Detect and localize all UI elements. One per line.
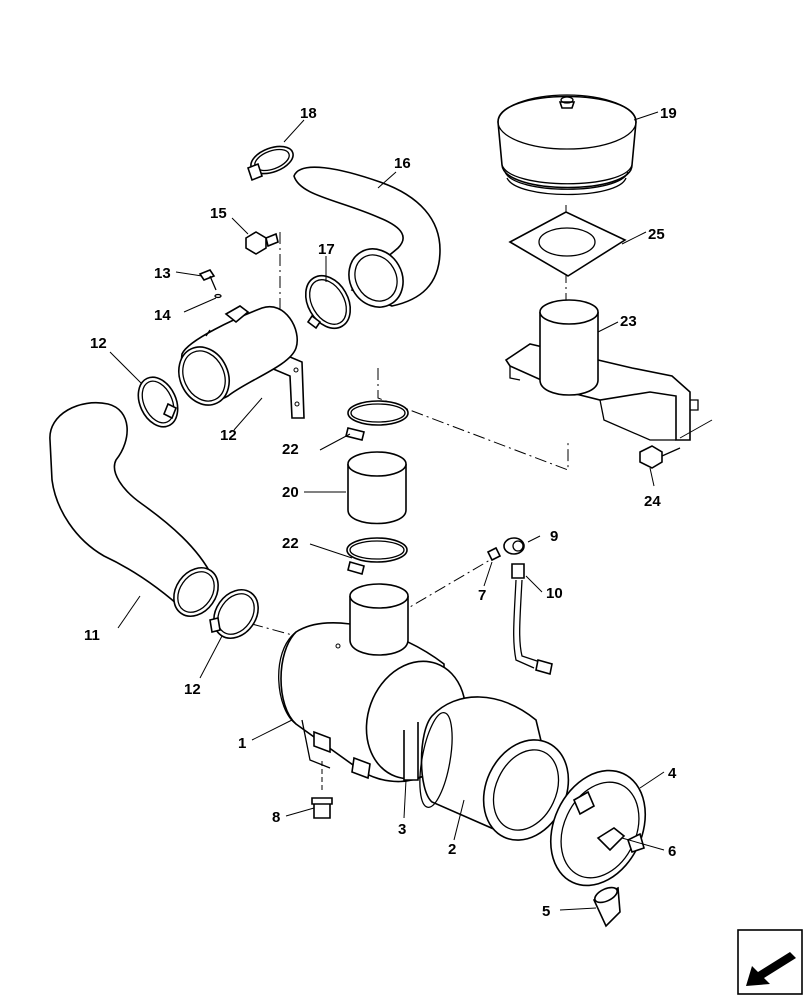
callout-16: 15 xyxy=(210,205,227,222)
sleeve-part-21 xyxy=(347,451,407,525)
hose-clamp-part-19 xyxy=(247,145,294,182)
adapter-part-7 xyxy=(486,546,502,562)
callout-24: 24 xyxy=(644,493,661,510)
callout-1: 1 xyxy=(238,735,246,752)
long-elbow-hose-part-11 xyxy=(49,402,219,617)
callout-22-upper: 22 xyxy=(282,441,299,458)
callout-19: 18 xyxy=(300,105,317,122)
tube-bracket-part-13 xyxy=(178,305,305,419)
outer-filter-part-2 xyxy=(419,696,570,841)
evacuator-valve-part-5 xyxy=(592,886,621,928)
inlet-tube-bracket-part-23 xyxy=(504,299,699,441)
callout-14: 13 xyxy=(154,265,171,282)
callout-3: 3 xyxy=(398,821,406,838)
hose-clamp-part-18 xyxy=(304,274,352,330)
leader-lines xyxy=(109,111,665,911)
bolt-part-14 xyxy=(198,269,217,291)
callout-13: 12 xyxy=(220,427,237,444)
restriction-indicator-part-10 xyxy=(511,563,553,676)
callout-5: 5 xyxy=(542,903,550,920)
callout-23: 23 xyxy=(620,313,637,330)
elbow-hose-part-17 xyxy=(293,166,441,308)
inner-filter-part-3 xyxy=(403,722,419,781)
elbow-part-9 xyxy=(503,537,525,555)
dust-valve-boss-part-6 xyxy=(596,827,626,852)
callout-10: 10 xyxy=(546,585,563,602)
callout-20: 19 xyxy=(660,105,677,122)
callout-2: 2 xyxy=(448,841,456,858)
callout-18: 17 xyxy=(318,241,335,258)
callout-22-lower: 22 xyxy=(282,535,299,552)
hose-clamp-part-22-lower xyxy=(346,537,408,575)
arrow-back-icon[interactable] xyxy=(737,929,803,995)
hose-clamp-part-12-lower xyxy=(209,589,259,639)
hose-clamp-part-12-upper xyxy=(137,376,179,428)
precleaner-cap-part-20 xyxy=(497,94,637,196)
callout-labels: 18 16 15 17 13 14 12 12 22 20 22 19 25 2… xyxy=(84,105,677,920)
bolt-part-16 xyxy=(245,231,279,255)
callout-8: 8 xyxy=(272,809,280,826)
gasket-part-25 xyxy=(508,211,627,277)
callout-25: 25 xyxy=(648,226,665,243)
drain-fitting-part-8 xyxy=(311,760,333,819)
callout-12-upper: 12 xyxy=(90,335,107,352)
callout-15: 14 xyxy=(154,307,171,324)
callout-12-lower: 12 xyxy=(184,681,201,698)
bolt-part-24 xyxy=(639,419,713,469)
callout-21: 20 xyxy=(282,484,299,501)
hose-clamp-part-22-upper xyxy=(345,400,409,441)
callout-7: 7 xyxy=(478,587,486,604)
washer-part-15 xyxy=(214,293,222,299)
callout-9: 9 xyxy=(550,528,558,545)
callout-6: 6 xyxy=(668,843,676,860)
callout-4: 4 xyxy=(668,765,677,782)
end-cap-part-4 xyxy=(549,769,647,887)
callout-17: 16 xyxy=(394,155,411,172)
callout-11: 11 xyxy=(84,627,100,644)
